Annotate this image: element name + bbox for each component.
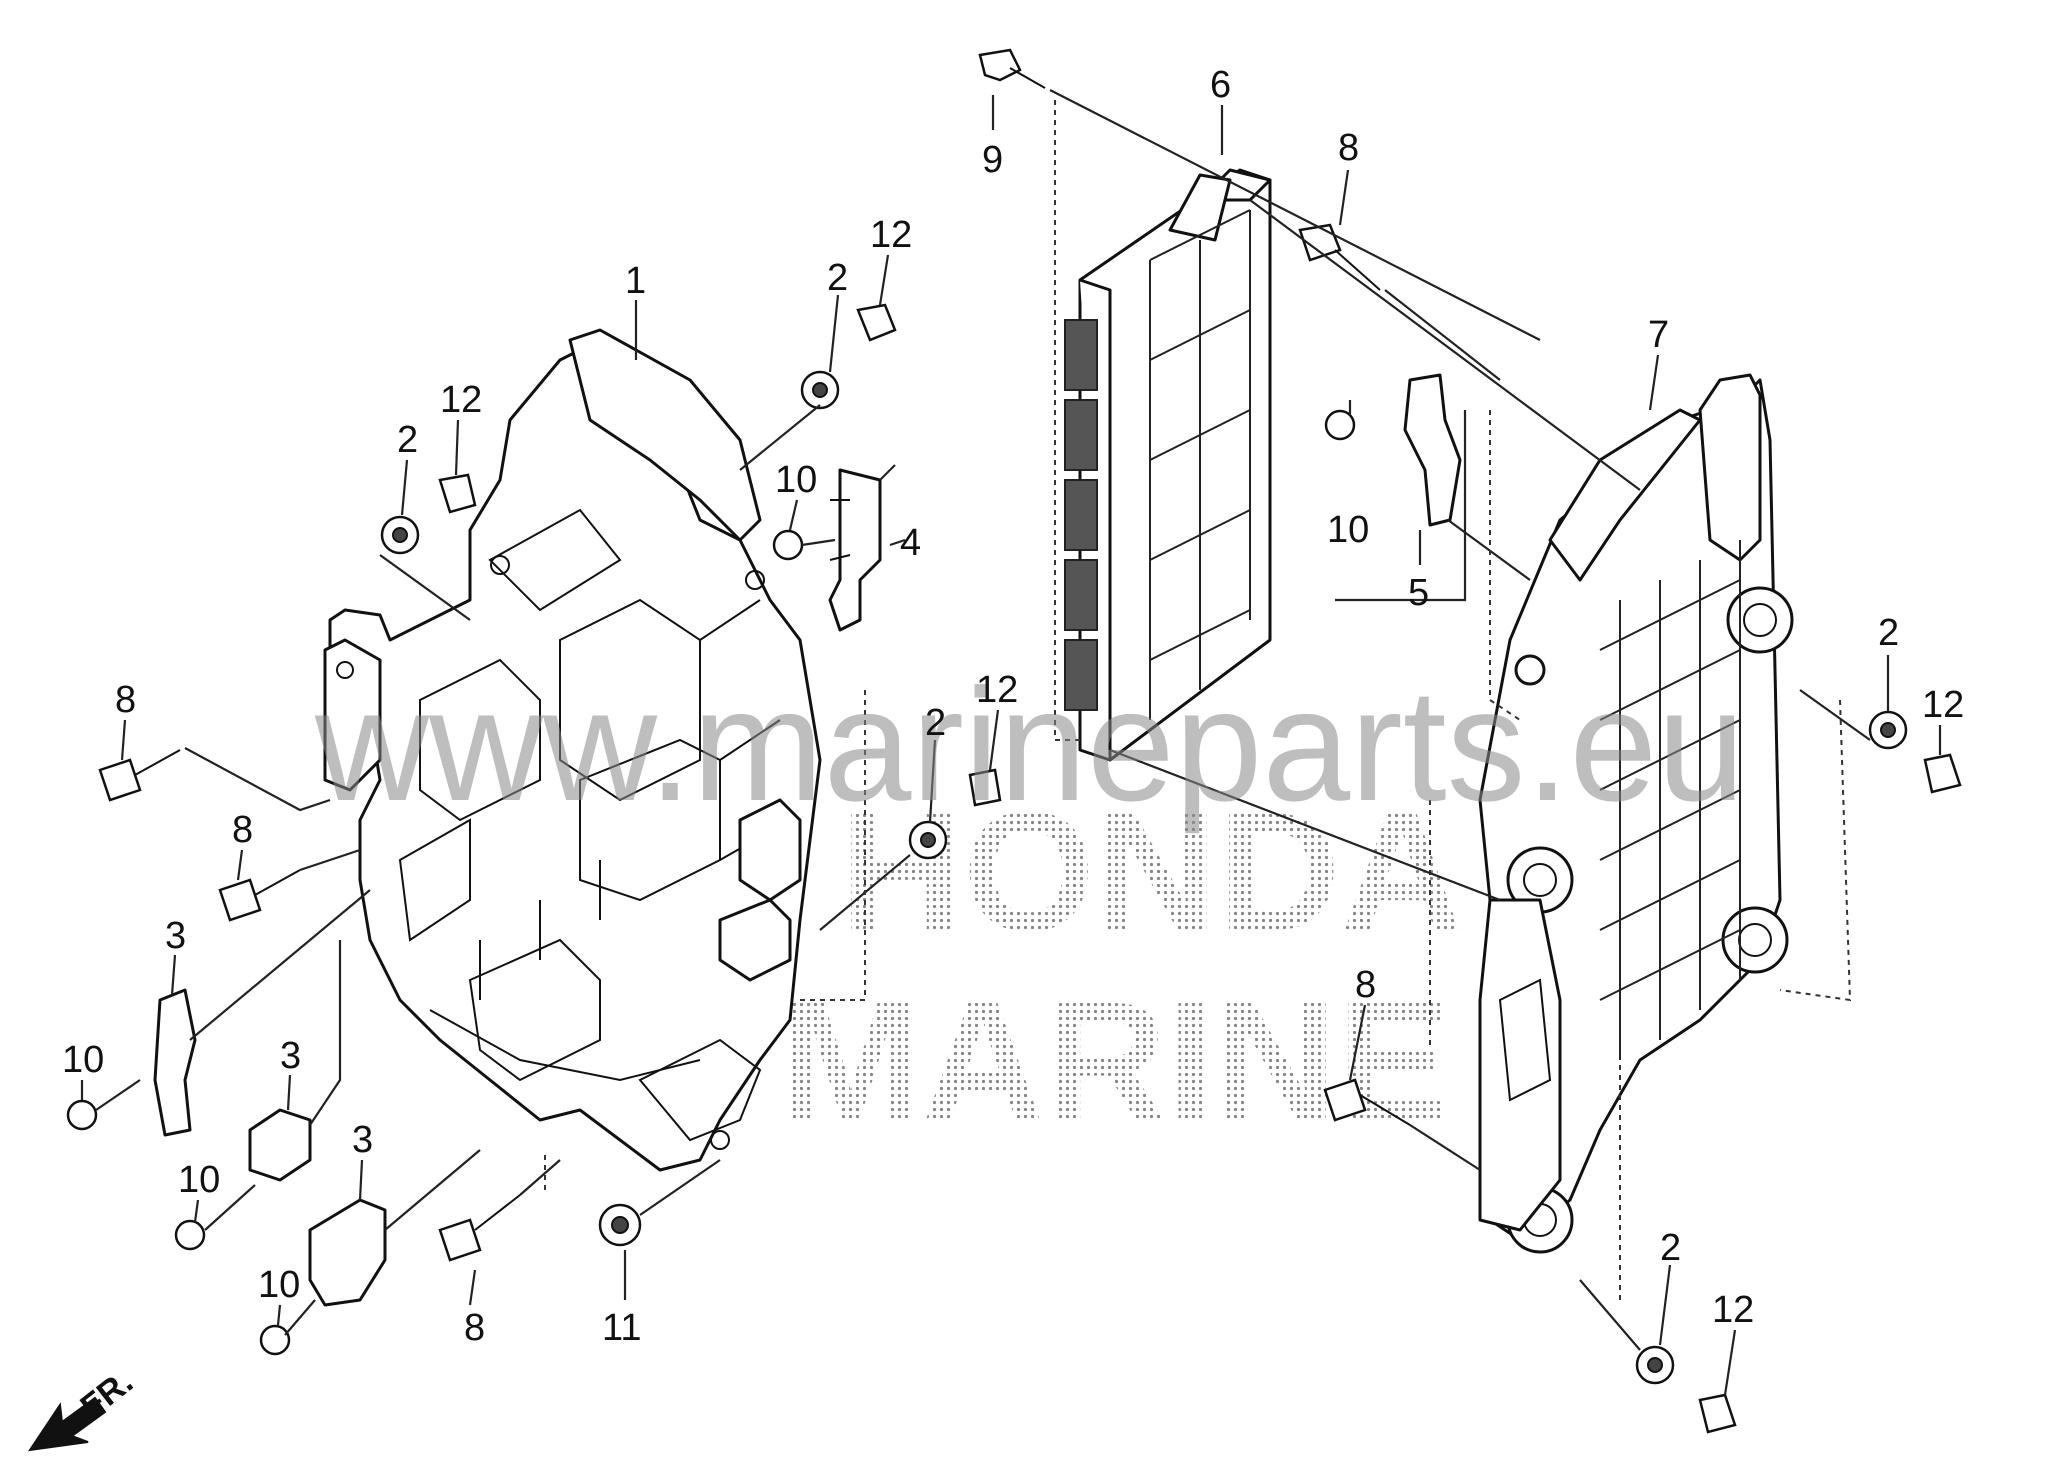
part-1-bracket	[323, 328, 822, 1172]
part-7-frame	[1478, 373, 1794, 1254]
callout-12: 12	[440, 379, 482, 421]
watermark-url: www.marineparts.eu	[314, 655, 1745, 834]
callout-10: 10	[62, 1039, 104, 1081]
leader-lines	[80, 89, 1942, 1396]
part-3-clip-c	[308, 1198, 387, 1307]
callout-5: 5	[1408, 572, 1429, 614]
part-3-clip-a	[153, 988, 197, 1137]
part-3-clip-b	[248, 1108, 312, 1182]
callout-9: 9	[982, 139, 1003, 181]
callout-11: 11	[602, 1307, 641, 1349]
callout-10: 10	[178, 1159, 220, 1201]
callout-1: 1	[625, 260, 646, 302]
callout-12: 12	[1712, 1289, 1754, 1331]
callout-7: 7	[1648, 314, 1669, 356]
hardware	[66, 48, 1962, 1434]
callout-12: 12	[1922, 684, 1964, 726]
callout-2: 2	[397, 419, 418, 461]
front-arrow-icon	[27, 1396, 107, 1452]
callout-2: 2	[1878, 612, 1899, 654]
part-4-clip	[828, 468, 882, 632]
callout-10: 10	[775, 459, 817, 501]
callout-2: 2	[827, 257, 848, 299]
callout-12: 12	[870, 214, 912, 256]
part-5-clip	[1403, 373, 1462, 527]
callout-4: 4	[900, 522, 921, 564]
callout-8: 8	[1355, 964, 1376, 1006]
front-direction-indicator: FR.	[27, 1363, 140, 1452]
part-6-ecu	[1064, 168, 1272, 762]
watermark-brand-line1: HONDA	[840, 777, 1463, 967]
callout-3: 3	[165, 915, 186, 957]
callout-12: 12	[976, 669, 1018, 711]
callout-6: 6	[1210, 64, 1231, 106]
callout-3: 3	[352, 1119, 373, 1161]
callout-10: 10	[1327, 509, 1369, 551]
callout-2: 2	[925, 702, 946, 744]
callout-8: 8	[232, 809, 253, 851]
watermark-brand-line2: MARINE	[780, 967, 1451, 1157]
callout-8: 8	[115, 679, 136, 721]
callout-10: 10	[258, 1264, 300, 1306]
callout-2: 2	[1660, 1227, 1681, 1269]
callouts: 1 2 2 2 2 2 3 3 3 4 5 6 7 8 8 8 8 8 9 10…	[62, 64, 1964, 1349]
callout-8: 8	[464, 1307, 485, 1349]
callout-8: 8	[1338, 127, 1359, 169]
callout-3: 3	[280, 1035, 301, 1077]
